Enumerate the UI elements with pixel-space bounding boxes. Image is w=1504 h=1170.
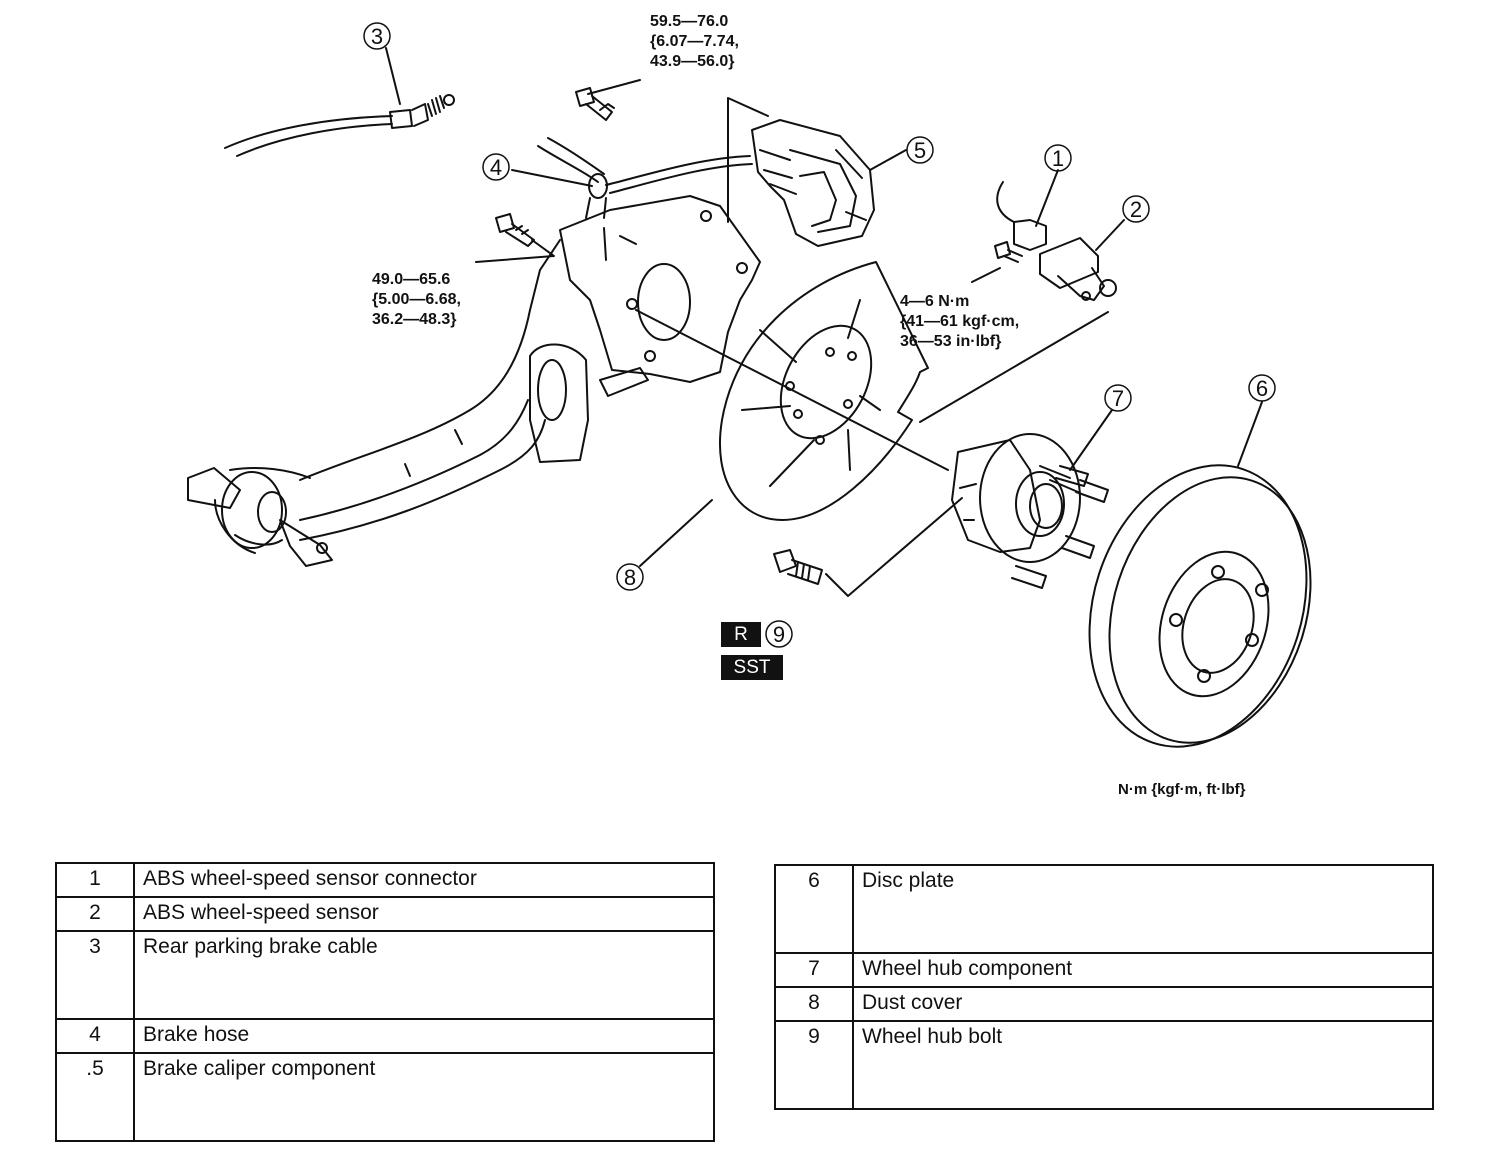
callout-4-label: 4: [490, 155, 502, 180]
brake-caliper: [727, 97, 875, 247]
wheel-hub: [951, 433, 1109, 589]
torque-units-note: N·m {kgf·m, ft·lbf}: [1118, 781, 1246, 798]
callout-5-label: 5: [914, 138, 926, 163]
callout-6-label: 6: [1256, 376, 1268, 401]
table-row: 8 Dust cover: [774, 986, 1434, 1022]
part-number: .5: [55, 1052, 135, 1142]
dust-cover: [718, 261, 929, 521]
abs-wheel-speed-sensor: [1039, 237, 1117, 301]
brake-hose: [537, 137, 753, 219]
callout-3-label: 3: [371, 24, 383, 49]
parts-table-right: 6 Disc plate 7 Wheel hub component 8 Dus…: [774, 864, 1434, 1110]
part-name: ABS wheel-speed sensor connector: [133, 862, 715, 898]
table-row: 9 Wheel hub bolt: [774, 1020, 1434, 1110]
callout-8-label: 8: [624, 565, 636, 590]
knuckle-bolt: [495, 213, 535, 247]
part-name: ABS wheel-speed sensor: [133, 896, 715, 932]
parts-table-left: 1 ABS wheel-speed sensor connector 2 ABS…: [55, 862, 715, 1142]
callout-9: [765, 620, 793, 648]
part-name: Wheel hub component: [852, 952, 1434, 988]
caliper-bolt: [575, 87, 615, 121]
part-number: 9: [774, 1020, 854, 1110]
callout-numbers: 1 2 3 4 5 6 7 8 9: [371, 24, 1268, 647]
parking-brake-cable: [224, 94, 455, 157]
callout-9-label: 9: [773, 622, 785, 647]
part-name: Dust cover: [852, 986, 1434, 1022]
part-name: Brake caliper component: [133, 1052, 715, 1142]
torque-spec-sensor-bolt: 4—6 N·m {41—61 kgf·cm, 36—53 in·lbf}: [900, 293, 1020, 350]
table-row: 7 Wheel hub component: [774, 952, 1434, 988]
special-tool-tag: SST: [721, 655, 783, 680]
table-row: 1 ABS wheel-speed sensor connector: [55, 862, 715, 898]
part-number: 4: [55, 1018, 135, 1054]
callout-3: [363, 22, 391, 50]
wheel-hub-bolt: [773, 549, 823, 585]
table-row: 2 ABS wheel-speed sensor: [55, 896, 715, 932]
torque-spec-caliper-bolt: 59.5—76.0 {6.07—7.74, 43.9—56.0}: [650, 13, 739, 70]
callout-1-label: 1: [1052, 146, 1064, 171]
table-row: .5 Brake caliper component: [55, 1052, 715, 1142]
callout-2-label: 2: [1130, 197, 1142, 222]
exploded-assembly-diagram: 1 2 3 4 5 6 7 8 9: [187, 22, 1312, 748]
part-name: Disc plate: [852, 864, 1434, 954]
callout-4: [482, 153, 510, 181]
trailing-arm: [187, 239, 561, 567]
part-number: 6: [774, 864, 854, 954]
table-row: 3 Rear parking brake cable: [55, 930, 715, 1020]
disc-plate: [1088, 464, 1312, 748]
abs-sensor-connector: [996, 181, 1047, 251]
callout-7-label: 7: [1112, 386, 1124, 411]
table-row: 6 Disc plate: [774, 864, 1434, 954]
callout-7: [1104, 384, 1132, 412]
callout-markers: [363, 22, 1276, 648]
part-name: Brake hose: [133, 1018, 715, 1054]
part-number: 1: [55, 862, 135, 898]
replace-part-tag: R: [721, 622, 761, 647]
callout-8: [616, 563, 644, 591]
part-number: 2: [55, 896, 135, 932]
knuckle: [529, 195, 761, 463]
callout-6: [1248, 374, 1276, 402]
part-number: 3: [55, 930, 135, 1020]
part-number: 8: [774, 986, 854, 1022]
sensor-bolt: [994, 241, 1023, 263]
callout-1: [1044, 144, 1072, 172]
part-name: Wheel hub bolt: [852, 1020, 1434, 1110]
torque-spec-knuckle-bolt: 49.0—65.6 {5.00—6.68, 36.2—48.3}: [372, 271, 461, 328]
part-name: Rear parking brake cable: [133, 930, 715, 1020]
callout-5: [906, 136, 934, 164]
part-number: 7: [774, 952, 854, 988]
table-row: 4 Brake hose: [55, 1018, 715, 1054]
callout-2: [1122, 195, 1150, 223]
